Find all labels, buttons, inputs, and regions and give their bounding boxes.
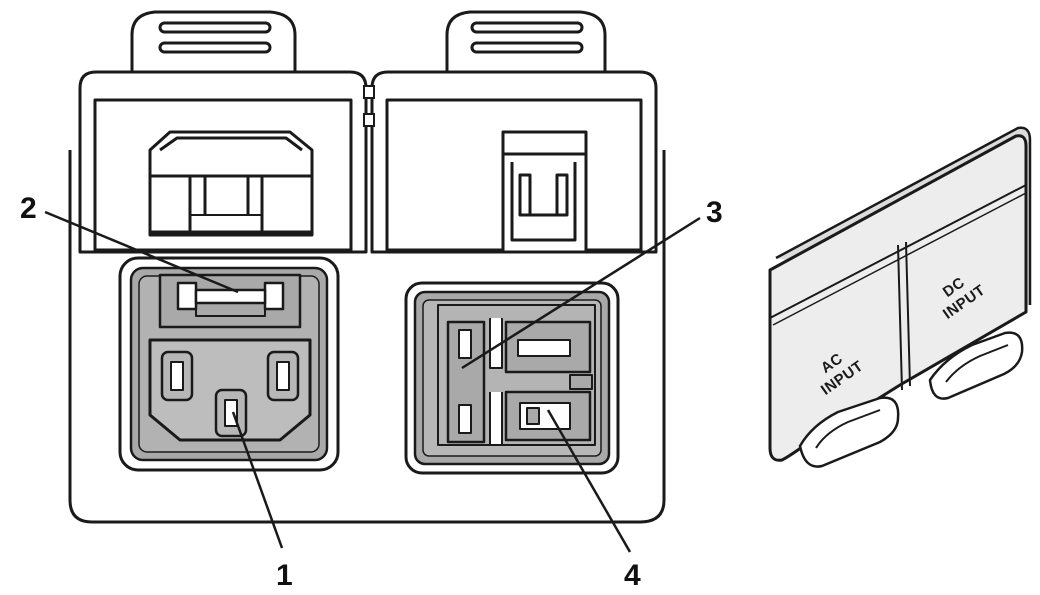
leader-3 [461, 216, 701, 370]
fuse [194, 288, 267, 305]
ac-inlet [118, 256, 340, 472]
callout-2: 2 [20, 192, 37, 225]
protective-cover [768, 126, 1032, 468]
callout-3: 3 [706, 196, 723, 229]
dc-grip-slot-lower [470, 41, 584, 54]
leader-lines [44, 210, 701, 553]
leader-1 [231, 411, 284, 549]
leader-4 [546, 409, 632, 553]
ac-cover-tab [798, 396, 900, 468]
ac-latch [148, 130, 314, 237]
callout-4: 4 [624, 559, 641, 590]
dc-grip-slot-upper [470, 21, 584, 34]
leader-2 [44, 210, 239, 294]
callout-1: 1 [276, 559, 293, 590]
dc-latch [501, 130, 588, 254]
flap-hinge [363, 85, 375, 127]
ac-grip-slot-lower [158, 41, 272, 54]
dc-inlet [404, 281, 620, 475]
ac-grip-slot-upper [158, 21, 272, 34]
